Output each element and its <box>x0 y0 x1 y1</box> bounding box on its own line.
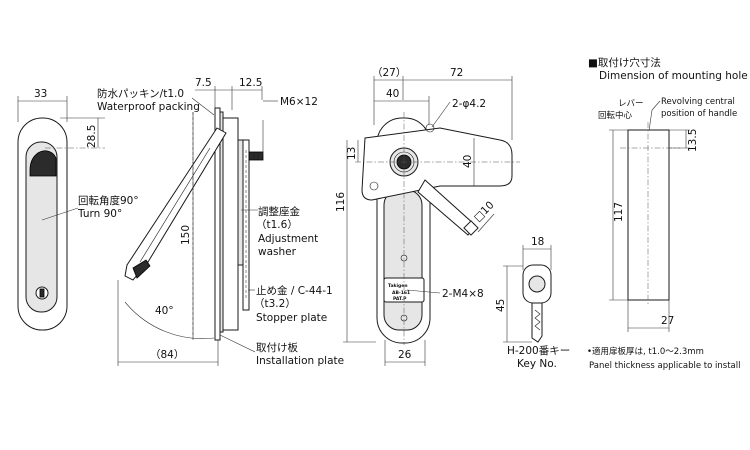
side-handle-grip <box>132 259 151 279</box>
side-depth-dim: （84） <box>150 349 184 361</box>
mount-title-jp: ■取付け穴寸法 <box>588 56 661 69</box>
mount-dim-117: 117 <box>613 202 625 222</box>
stopper-plate-jp: 止め金 / C-44-1 <box>256 284 333 297</box>
mount-dim-27: 27 <box>661 315 674 327</box>
rear-screw-label: 2-M4×8 <box>442 288 484 300</box>
side-view: 7.5 12.5 防水パッキン/t1.0 Waterproof packing … <box>97 77 344 367</box>
rear-dim-116: 116 <box>335 192 347 212</box>
rear-latch-arm <box>417 179 476 236</box>
rear-dim-27: （27） <box>372 67 406 79</box>
front-rotation-en: Turn 90° <box>77 208 122 220</box>
side-dim-12-5: 12.5 <box>239 77 262 89</box>
adjust-washer-jp: 調整座金 <box>258 205 300 218</box>
side-screw-label: M6×12 <box>280 96 318 108</box>
front-width-dim: 33 <box>34 88 47 100</box>
mount-lever-en2: position of handle <box>661 109 737 119</box>
waterproof-packing-jp: 防水パッキン/t1.0 <box>97 87 184 100</box>
mounting-hole-view: ■取付け穴寸法 Dimension of mounting hole レバー 回… <box>587 56 748 371</box>
rear-dim-40-top: 40 <box>386 88 399 100</box>
m6-screw <box>248 151 264 161</box>
front-keyhole-icon <box>39 288 45 298</box>
stopper-plate-en: Stopper plate <box>256 312 327 324</box>
side-dim-7-5: 7.5 <box>195 77 212 89</box>
rear-dim-26: 26 <box>398 349 412 361</box>
adjust-washer-t: （t1.6） <box>256 219 298 231</box>
installation-plate-en: Installation plate <box>256 355 344 367</box>
rear-dim-72: 72 <box>450 67 463 79</box>
waterproof-packing-en: Waterproof packing <box>97 101 200 113</box>
stopper-plate-t: （t3.2） <box>254 298 296 310</box>
rear-dim-40-side: 40 <box>462 155 474 168</box>
key-dim-45: 45 <box>495 299 507 312</box>
rear-stopper-arm <box>361 127 513 201</box>
rear-dim-13: 13 <box>346 147 358 160</box>
side-angle-dim: 40° <box>155 305 174 317</box>
rear-view: （27） 72 40 2-φ4.2 □10 Takigen AB-161 PAT… <box>335 67 520 366</box>
rear-code-label: AB-161 <box>392 290 410 296</box>
rear-mount-hole-2 <box>369 181 379 191</box>
mount-lever-jp2: 回転中心 <box>598 110 633 121</box>
adjust-washer-en2: washer <box>258 246 297 258</box>
rear-brand-label: Takigen <box>388 283 408 289</box>
mount-hole-outline <box>627 129 670 301</box>
key-blade <box>531 302 543 343</box>
key-name-en: Key No. <box>517 358 557 370</box>
mount-lever-jp1: レバー <box>618 99 644 109</box>
front-handle-groove <box>25 141 58 313</box>
rear-housing-inner <box>383 189 423 331</box>
front-pivot-shadow <box>29 150 57 177</box>
rear-latch-square <box>463 220 479 236</box>
adjustment-washer <box>237 139 244 266</box>
mount-thickness-jp: •適用扉板厚は, t1.0～2.3mm <box>587 346 704 357</box>
key-view: 18 45 H-200番キー Key No. <box>495 236 570 370</box>
rear-hole-label: 2-φ4.2 <box>452 98 486 110</box>
rear-part-label: PAT.P <box>393 296 407 302</box>
front-rotation-jp: 回転角度90° <box>78 194 139 207</box>
mount-dim-13-5: 13.5 <box>687 129 699 152</box>
key-ring-hole <box>528 275 546 293</box>
mount-title-en: Dimension of mounting hole <box>599 70 748 82</box>
installation-plate-jp: 取付け板 <box>256 341 298 354</box>
adjust-washer-en1: Adjustment <box>258 233 318 245</box>
key-dim-18: 18 <box>531 236 544 248</box>
rear-square-label: □10 <box>472 199 497 224</box>
mount-lever-en1: Revolving central <box>661 97 735 107</box>
key-name-jp: H-200番キー <box>507 345 570 357</box>
mount-thickness-en: Panel thickness applicable to install <box>589 361 740 371</box>
side-housing <box>222 117 239 331</box>
side-height-dim: 150 <box>180 225 192 245</box>
front-offset-dim: 28.5 <box>86 125 98 148</box>
front-view: 33 28.5 回転角度90° Turn 90° <box>17 88 139 331</box>
rear-mount-hole-1 <box>425 123 435 133</box>
